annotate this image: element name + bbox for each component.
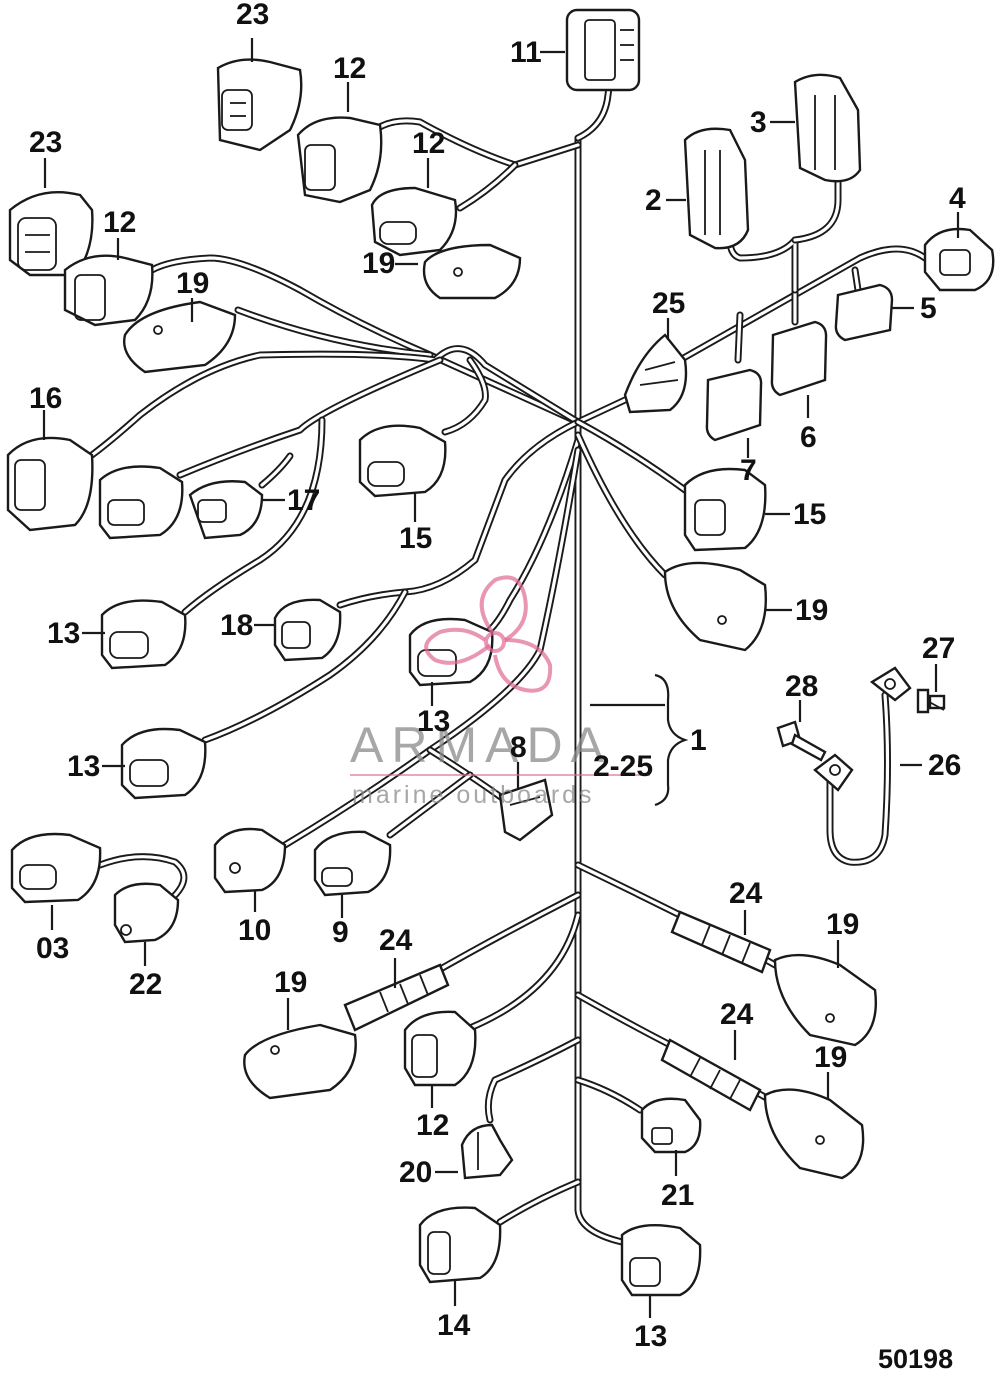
connectors bbox=[6, 8, 995, 1297]
watermark-tagline: marine outboards bbox=[352, 781, 595, 809]
connector-03-icon bbox=[10, 832, 102, 904]
figure-number: 50198 bbox=[878, 1344, 953, 1374]
sleeve-24-lower-right-icon bbox=[660, 1038, 762, 1112]
connector-2-icon bbox=[683, 127, 750, 250]
callout-19-right: 19 bbox=[795, 594, 828, 627]
callout-12-small: 12 bbox=[412, 127, 445, 160]
callout-12-lower: 12 bbox=[416, 1109, 449, 1142]
callout-13-lower: 13 bbox=[67, 750, 100, 783]
callout-15-right: 15 bbox=[793, 498, 826, 531]
connector-13-upper-icon bbox=[100, 599, 187, 670]
callout-19-lower-right-upper: 19 bbox=[826, 908, 859, 941]
callout-7: 7 bbox=[740, 454, 757, 487]
connector-12-small-icon bbox=[370, 186, 458, 257]
eyelet-terminal-upper-icon bbox=[869, 666, 912, 702]
callout-11: 11 bbox=[510, 36, 542, 69]
callout-14: 14 bbox=[437, 1309, 471, 1342]
callout-12-top: 12 bbox=[333, 52, 366, 85]
connector-15-right-icon bbox=[683, 467, 767, 552]
bolt-27-icon bbox=[916, 688, 946, 714]
callout-24-lower-right: 24 bbox=[720, 998, 754, 1031]
sensor-19-lower-right-upper-icon bbox=[773, 953, 877, 1047]
connector-5-icon bbox=[834, 283, 894, 342]
callout-20: 20 bbox=[399, 1156, 432, 1189]
connector-16-icon bbox=[6, 436, 94, 532]
callout-19-lower-right-lower: 19 bbox=[814, 1041, 847, 1074]
connector-25-icon bbox=[623, 333, 688, 414]
callout-4: 4 bbox=[949, 182, 966, 215]
connector-11-icon bbox=[565, 8, 641, 92]
connector-20-icon bbox=[460, 1123, 514, 1180]
callout-1: 1 bbox=[690, 724, 707, 757]
callout-17: 17 bbox=[287, 484, 320, 517]
sensor-19-top-icon bbox=[422, 243, 522, 300]
callout-2-25: 2-25 bbox=[593, 750, 653, 783]
sensor-19-right-icon bbox=[663, 561, 767, 652]
callout-13-bottom: 13 bbox=[634, 1320, 667, 1353]
connector-13-lower-icon bbox=[120, 727, 207, 800]
sensor-19-lower-right-lower-icon bbox=[763, 1088, 865, 1180]
sleeve-24-upper-right-icon bbox=[670, 910, 772, 974]
callout-23-top: 23 bbox=[236, 0, 269, 31]
sensor-19-left-icon bbox=[123, 300, 237, 374]
callout-12-left: 12 bbox=[103, 206, 136, 239]
callout-25: 25 bbox=[652, 287, 685, 320]
connector-18-icon bbox=[273, 598, 342, 662]
callout-23-left: 23 bbox=[29, 126, 62, 159]
callout-27: 27 bbox=[922, 632, 955, 665]
callout-13-center: 13 bbox=[417, 705, 450, 738]
callout-16: 16 bbox=[29, 382, 62, 415]
eyelet-terminal-lower-icon bbox=[813, 753, 854, 792]
callout-28: 28 bbox=[785, 670, 818, 703]
watermark-brand: ARMADA bbox=[350, 717, 612, 773]
connector-12-top-icon bbox=[296, 116, 383, 204]
connector-23-top-icon bbox=[216, 58, 303, 152]
callout-6: 6 bbox=[800, 421, 817, 454]
connector-22-icon bbox=[113, 882, 180, 944]
callout-10: 10 bbox=[238, 914, 271, 947]
callout-19-lower-left: 19 bbox=[274, 966, 307, 999]
callout-13-upper: 13 bbox=[47, 617, 80, 650]
sensor-19-lower-left-icon bbox=[243, 1023, 357, 1100]
connector-12-left-icon bbox=[63, 254, 154, 327]
callout-19-left: 19 bbox=[176, 267, 209, 300]
leader-lines bbox=[42, 38, 960, 1318]
connector-8-icon bbox=[498, 778, 554, 842]
armada-watermark: ARMADA marine outboards bbox=[350, 575, 650, 809]
callout-19-top: 19 bbox=[362, 247, 395, 280]
callout-22: 22 bbox=[129, 968, 162, 1001]
connector-9-icon bbox=[313, 830, 392, 897]
connector-4-icon bbox=[923, 227, 995, 292]
callout-26: 26 bbox=[928, 749, 961, 782]
callout-2: 2 bbox=[645, 184, 662, 217]
callout-15-center: 15 bbox=[399, 522, 432, 555]
sleeve-24-left-icon bbox=[343, 963, 450, 1032]
propeller-logo-icon bbox=[424, 575, 553, 693]
connector-15-left-icon bbox=[98, 465, 184, 540]
connector-3-icon bbox=[793, 73, 862, 183]
connector-17-icon bbox=[188, 480, 264, 540]
connector-6-icon bbox=[770, 320, 828, 397]
connector-15-center-icon bbox=[358, 424, 447, 498]
callout-labels: 23 12 11 23 12 3 12 2 19 4 19 25 5 16 6 … bbox=[29, 0, 966, 1374]
callout-18: 18 bbox=[220, 609, 253, 642]
connector-14-icon bbox=[418, 1206, 502, 1284]
connector-7-icon bbox=[705, 368, 763, 442]
callout-9: 9 bbox=[332, 916, 349, 949]
callout-03: 03 bbox=[36, 932, 69, 965]
callout-24-upper-right: 24 bbox=[729, 877, 763, 910]
connector-12-lower-icon bbox=[403, 1010, 477, 1087]
connector-21-icon bbox=[640, 1097, 702, 1154]
bolt-28-icon bbox=[776, 720, 827, 762]
callout-24-left: 24 bbox=[379, 924, 413, 957]
connector-13-bottom-icon bbox=[620, 1224, 702, 1297]
callout-5: 5 bbox=[920, 292, 937, 325]
connector-10-icon bbox=[213, 827, 287, 894]
callout-8: 8 bbox=[510, 731, 527, 764]
callout-3: 3 bbox=[750, 106, 767, 139]
harness-wires bbox=[88, 76, 929, 1246]
callout-21: 21 bbox=[661, 1179, 694, 1212]
